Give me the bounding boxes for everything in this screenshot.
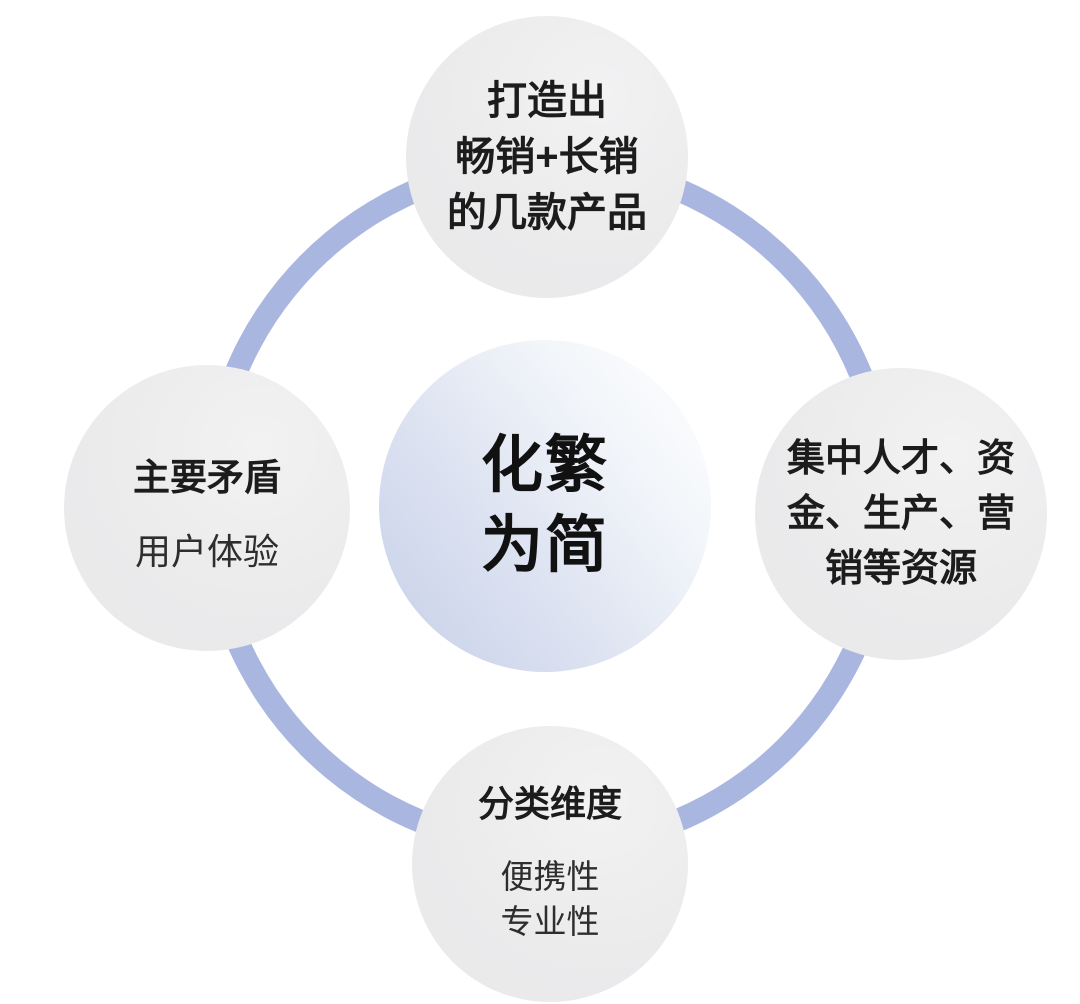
- center-node-simplify: 化繁 为简: [379, 340, 711, 672]
- node-left-main-contradiction: 主要矛盾 用户体验: [64, 365, 350, 651]
- node-right-label: 集中人才、资 金、生产、营 销等资源: [786, 437, 1015, 590]
- node-bottom-subtitle: 便携性 专业性: [500, 858, 600, 940]
- node-top-label: 打造出 畅销+长销 的几款产品: [447, 79, 647, 235]
- node-left-title: 主要矛盾: [133, 457, 281, 498]
- node-right-resources: 集中人才、资 金、生产、营 销等资源: [755, 368, 1047, 660]
- center-node-title: 化繁 为简: [480, 431, 609, 580]
- node-left-subtitle: 用户体验: [134, 531, 279, 572]
- node-bottom-categories: 分类维度 便携性 专业性: [412, 726, 688, 1002]
- node-bottom-title: 分类维度: [477, 783, 622, 824]
- node-top-products: 打造出 畅销+长销 的几款产品: [406, 16, 688, 298]
